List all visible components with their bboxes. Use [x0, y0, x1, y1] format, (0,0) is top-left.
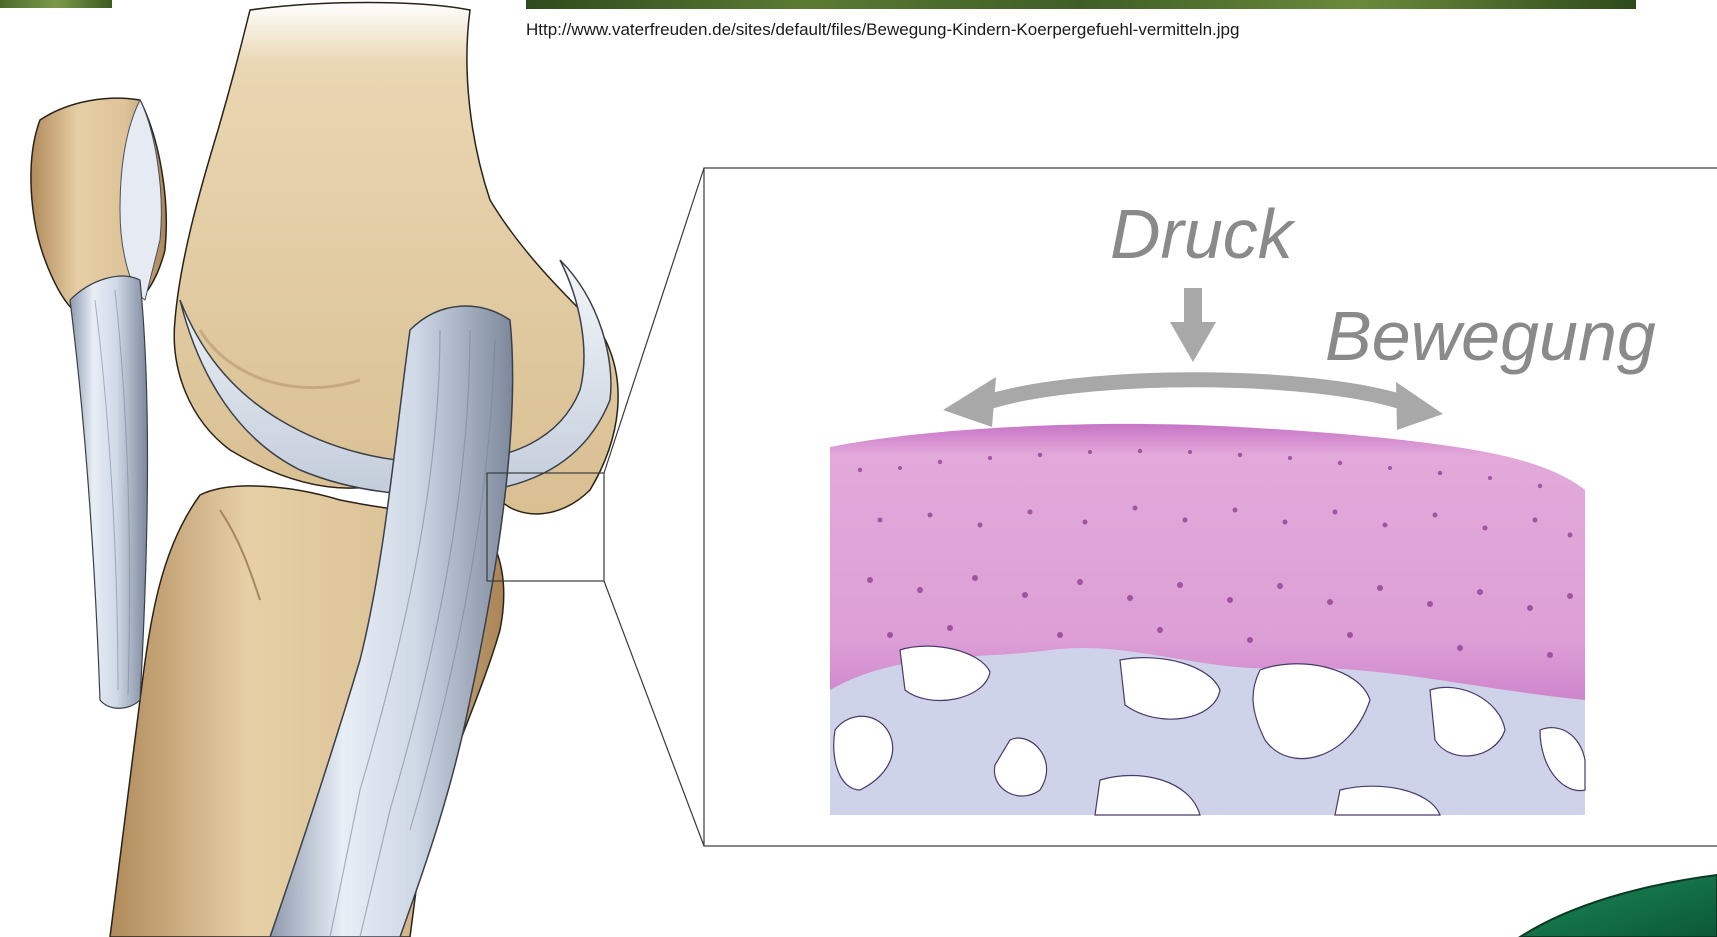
label-movement: Bewegung: [1325, 297, 1656, 375]
zoom-connector-top: [604, 168, 704, 473]
lateral-ligament-left: [70, 276, 148, 708]
label-pressure: Druck: [1110, 195, 1296, 273]
brand-logo-arc: [1520, 875, 1717, 937]
cartilage-histology-image: [830, 424, 1585, 815]
zoom-connector-bottom: [604, 581, 704, 846]
